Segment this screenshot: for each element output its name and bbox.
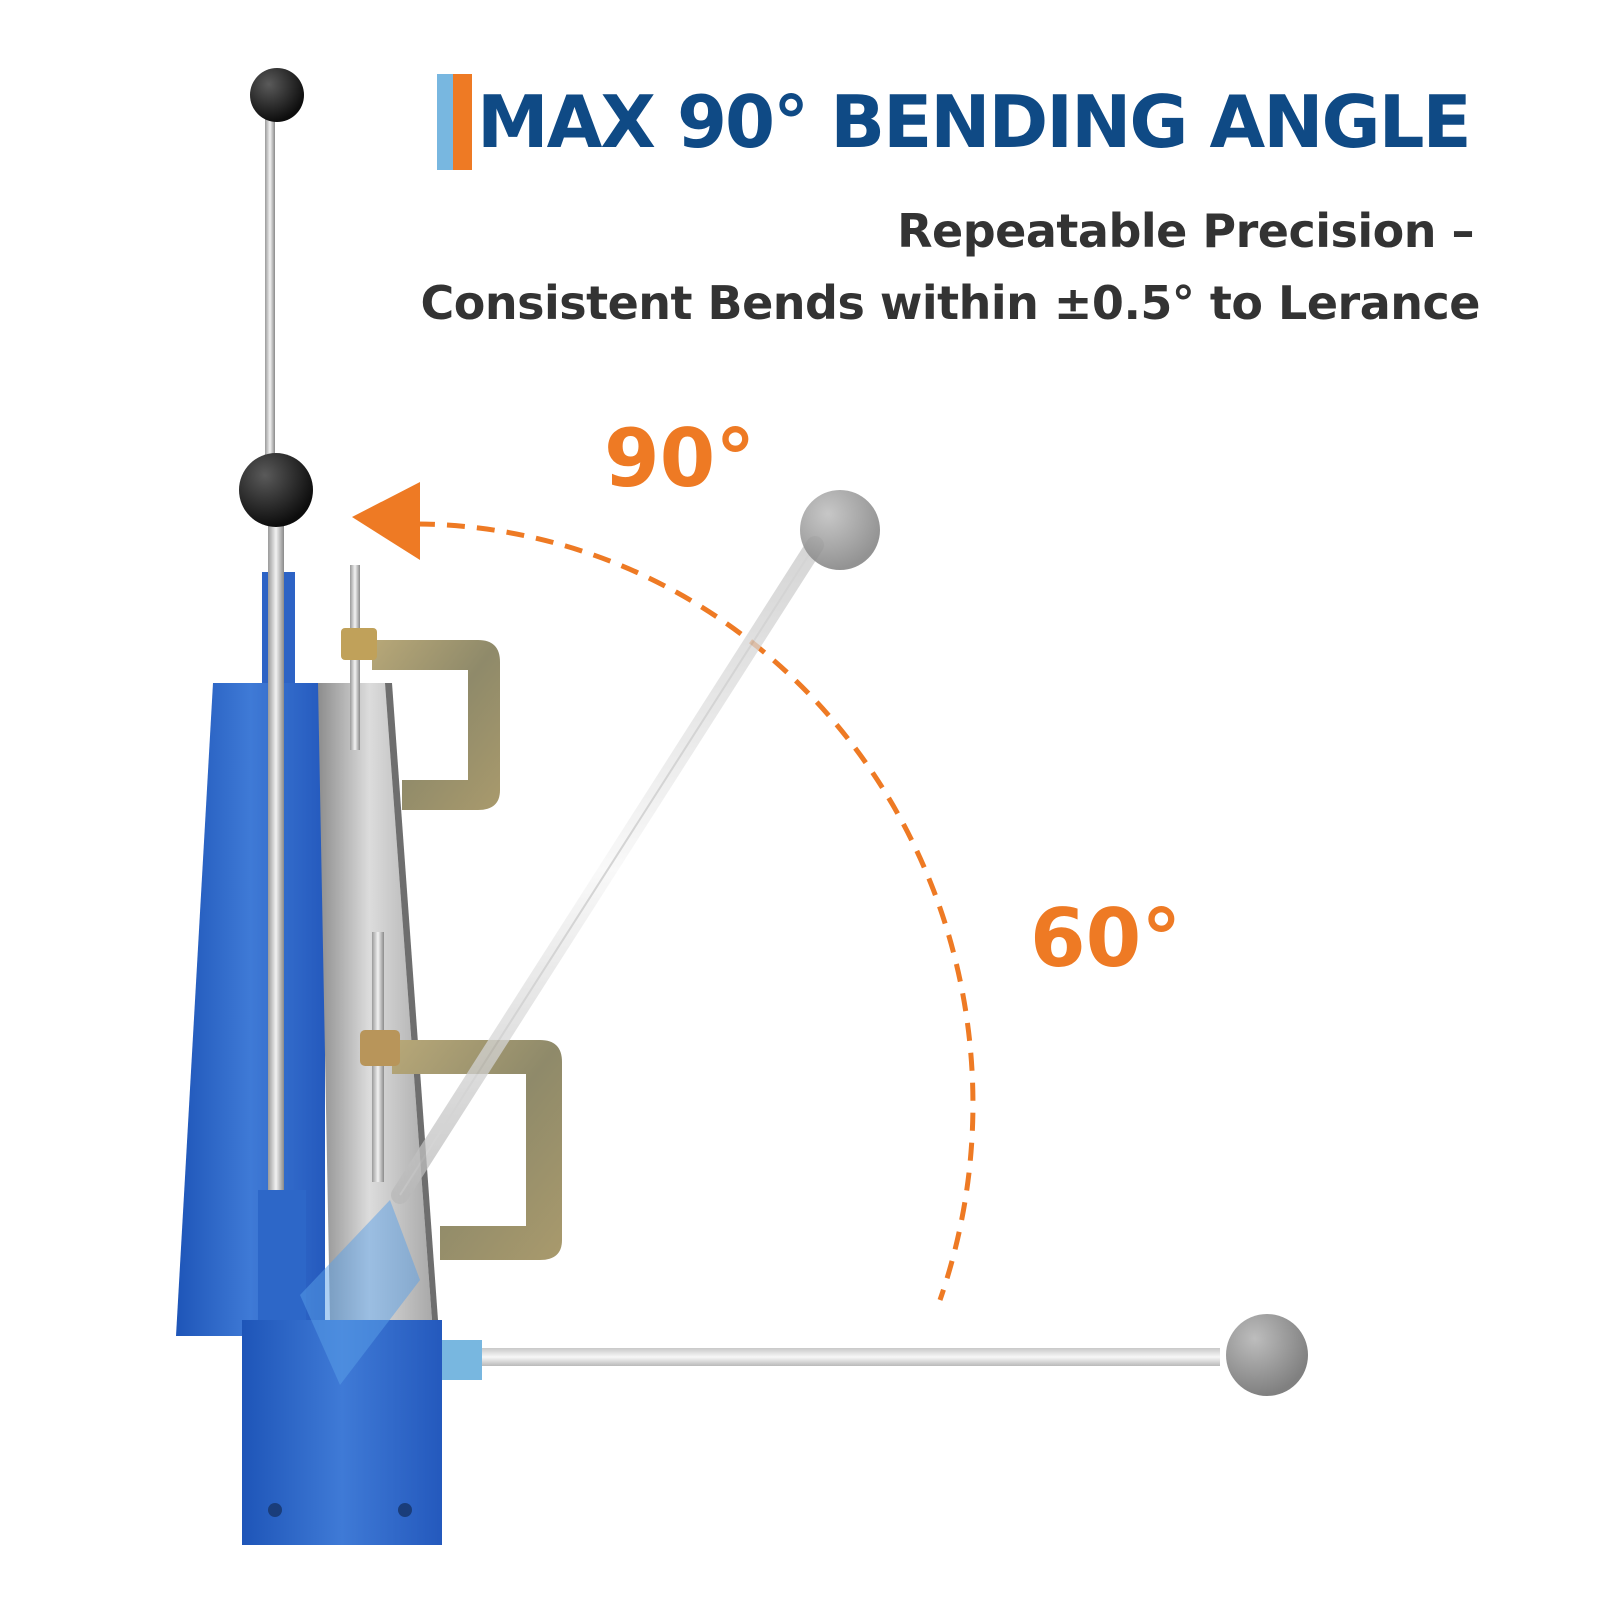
page-title: MAX 90° BENDING ANGLE	[477, 80, 1472, 164]
subtitle-line-1: Repeatable Precision –	[897, 204, 1474, 258]
title-accent-bar-orange	[453, 74, 472, 170]
title-accent-bar-light	[437, 74, 453, 170]
angle-label-90: 90°	[604, 412, 756, 505]
angle-label-60: 60°	[1030, 892, 1182, 985]
angle-arc	[416, 521, 976, 1301]
arrow-left-icon	[352, 482, 420, 560]
subtitle-line-2: Consistent Bends within ±0.5° to Lerance	[420, 276, 1480, 330]
